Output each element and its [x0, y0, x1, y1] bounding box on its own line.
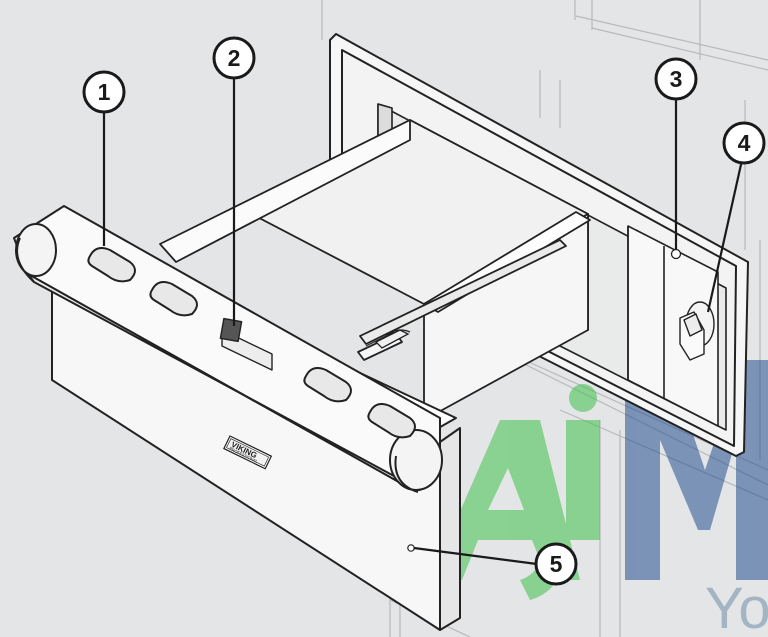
slide-bracket: [374, 329, 411, 349]
callout-2: 2: [212, 36, 256, 80]
drawer-box: [159, 119, 591, 421]
callout-3-label: 3: [670, 66, 683, 92]
power-switch: [219, 317, 273, 371]
callout-1: 1: [82, 70, 126, 114]
callout-3: 3: [654, 57, 698, 101]
indicator-light: [670, 248, 682, 260]
callout-2-label: 2: [228, 45, 241, 71]
watermark-text: Your: [705, 576, 768, 637]
callout-5-label: 5: [550, 551, 563, 577]
temperature-knob: [679, 301, 715, 361]
leader-lines: [102, 76, 744, 566]
callout-4: 4: [722, 121, 766, 165]
callout-4-label: 4: [738, 130, 751, 156]
callout-5: 5: [534, 542, 578, 586]
drawer-light: [407, 544, 415, 552]
callout-1-label: 1: [98, 79, 111, 105]
